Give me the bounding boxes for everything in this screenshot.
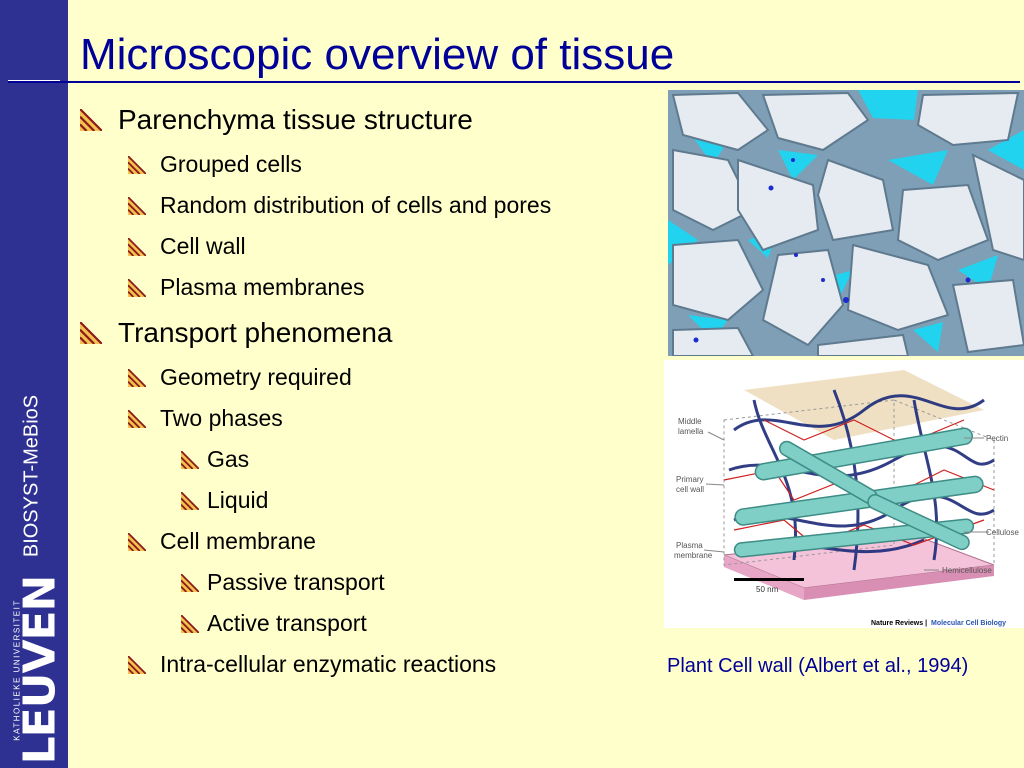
scale-bar [734,578,804,581]
sidebar: BIOSYST-MeBioS KATHOLIEKE UNIVERSITEIT L… [0,0,68,768]
label-hemicellulose: Hemicellulose [942,566,992,575]
bullet-item: Cell membrane [128,528,316,555]
figure-caption: Plant Cell wall (Albert et al., 1994) [667,655,969,677]
bullet-item: Intra-cellular enzymatic reactions [128,651,496,678]
label-primary-cell-wall-2: cell wall [676,485,704,494]
bullet-text: Transport phenomena [118,317,393,348]
bullet-item: Grouped cells [128,151,302,178]
bullet-marker-icon [128,237,146,256]
bullet-item: Gas [181,446,249,473]
bullet-item: Plasma membranes [128,274,365,301]
bullet-marker-icon [128,532,146,551]
label-middle-lamella-2: lamella [678,427,704,436]
bullet-marker-icon [128,655,146,674]
bullet-marker-icon [128,196,146,215]
bullet-item: Geometry required [128,364,352,391]
label-primary-cell-wall-1: Primary [676,475,704,484]
bullet-marker-icon [181,491,199,510]
bullet-item: Cell wall [128,233,246,260]
cell-wall-illustration: Middle lamella Primary cell wall Plasma … [674,370,1019,627]
sidebar-label: BIOSYST-MeBioS [20,394,43,558]
bullet-text: Cell membrane [160,528,316,554]
bullet-item: Liquid [181,487,268,514]
label-cellulose: Cellulose [986,528,1019,537]
bullet-text: Random distribution of cells and pores [160,192,552,218]
bullet-item: Two phases [128,405,283,432]
scale-bar-label: 50 nm [756,585,779,594]
bullet-marker-icon [181,450,199,469]
bullet-marker-icon [128,409,146,428]
credit-publisher: Nature Reviews | [871,620,927,627]
bullet-text: Cell wall [160,233,246,259]
label-plasma-membrane-2: membrane [674,551,713,560]
bullet-marker-icon [128,278,146,297]
bullet-marker-icon [80,109,102,131]
label-middle-lamella-1: Middle [678,417,702,426]
bullet-item: Transport phenomena [80,317,392,349]
bullet-text: Passive transport [207,569,385,595]
micrograph-image [668,90,1024,356]
label-pectin: Pectin [986,434,1008,443]
bullet-text: Geometry required [160,364,352,390]
bullet-text: Plasma membranes [160,274,365,300]
title-underline [8,81,1020,83]
bullet-marker-icon [128,368,146,387]
bullet-text: Active transport [207,610,367,636]
bullet-item: Passive transport [181,569,385,596]
bullet-text: Two phases [160,405,283,431]
bullet-marker-icon [80,322,102,344]
university-logo-text: LEUVEN [14,575,66,765]
bullet-item: Random distribution of cells and pores [128,192,551,219]
slide-title: Microscopic overview of tissue [80,30,675,79]
bullet-marker-icon [128,155,146,174]
credit-journal: Molecular Cell Biology [931,620,1006,627]
bullet-marker-icon [181,614,199,633]
label-plasma-membrane-1: Plasma [676,541,703,550]
cell-micrograph [668,90,1024,356]
bullet-marker-icon [181,573,199,592]
cell-wall-diagram: Middle lamella Primary cell wall Plasma … [664,360,1024,628]
bullet-item: Parenchyma tissue structure [80,104,473,136]
bullet-text: Liquid [207,487,269,513]
bullet-text: Intra-cellular enzymatic reactions [160,651,497,677]
bullet-item: Active transport [181,610,367,637]
bullet-text: Parenchyma tissue structure [118,104,473,135]
bullet-text: Gas [207,446,250,472]
bullet-text: Grouped cells [160,151,302,177]
